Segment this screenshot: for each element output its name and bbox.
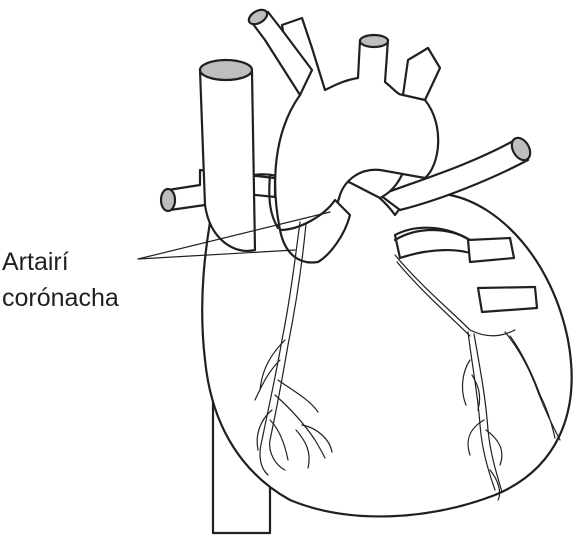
left-subclavian [403,48,440,100]
coronary-arteries-label-line1: Artairí [2,247,69,277]
superior-vena-cava-opening [200,60,252,80]
superior-vena-cava [200,70,255,251]
pulmonary-vein-upper [468,238,514,262]
coronary-arteries-label-line2: corónacha [2,283,119,313]
pulmonary-artery-left-opening [161,189,175,211]
pulmonary-vein-lower [478,287,537,312]
left-carotid-opening [360,35,388,47]
